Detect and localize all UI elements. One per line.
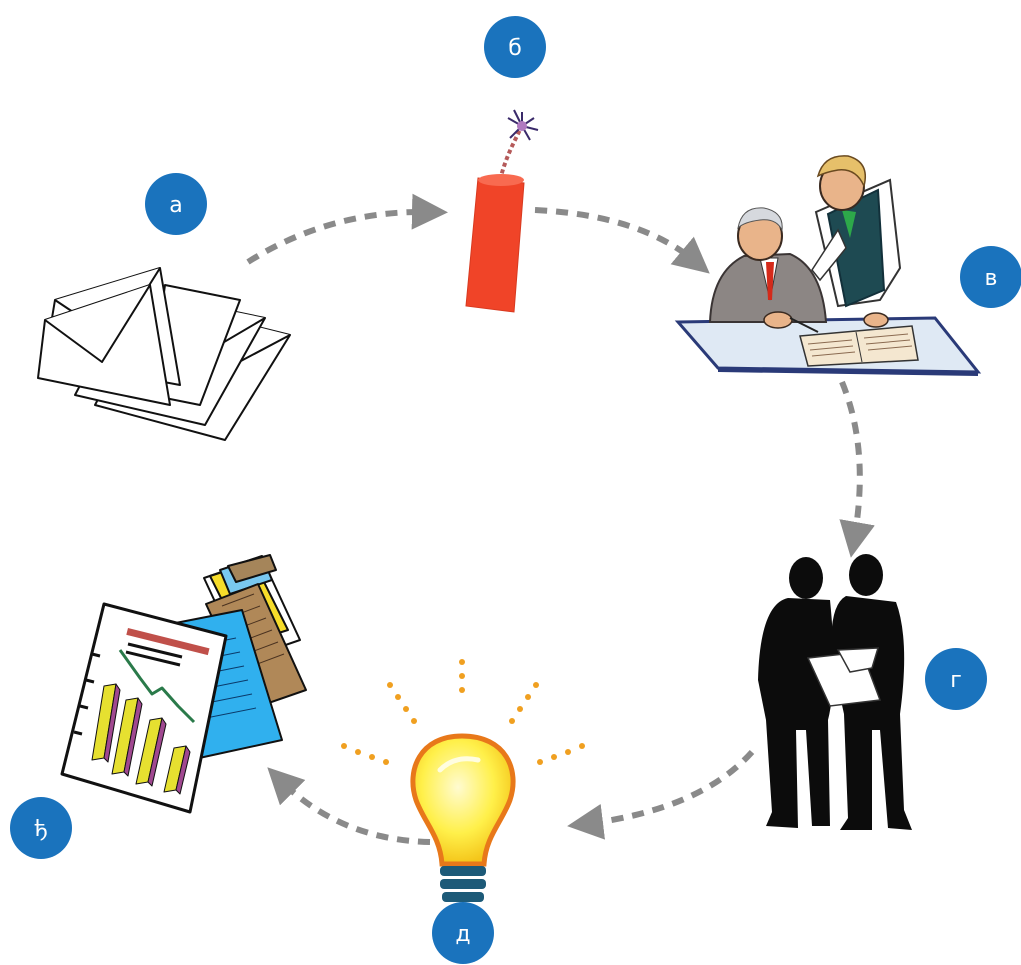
men-silhouette-icon [758,554,912,830]
badge-a: а [145,173,207,235]
dynamite-icon [465,109,539,313]
badge-v: в [960,246,1021,308]
badge-label: д [455,922,470,947]
badge-label: б [508,36,522,61]
badge-label: а [169,193,182,218]
badge-dj: ђ [10,797,72,859]
badge-label: в [985,266,998,291]
arrow-b-to-v [534,207,710,274]
badge-circle [432,902,494,964]
spark-icon [507,109,539,141]
arrow-d-to-dj [267,767,431,845]
badge-b: б [484,16,546,78]
badge-g: г [925,648,987,710]
badge-circle [145,173,207,235]
businessmen-at-desk-icon [674,155,982,376]
badge-circle [484,16,546,78]
arrows [246,193,875,845]
envelopes-icon [37,267,291,441]
badge-d: д [432,902,494,964]
badge-circle [925,648,987,710]
badge-circle [10,797,72,859]
badge-label: г [950,668,962,693]
badge-label: ђ [34,817,48,842]
light-rays [341,659,585,765]
badge-circle [960,246,1021,308]
arrow-g-to-d [567,749,755,840]
lightbulb-icon [341,659,585,920]
arrow-a-to-b [246,193,448,265]
arrow-v-to-g [839,380,875,558]
charts-documents-icon [60,554,307,814]
